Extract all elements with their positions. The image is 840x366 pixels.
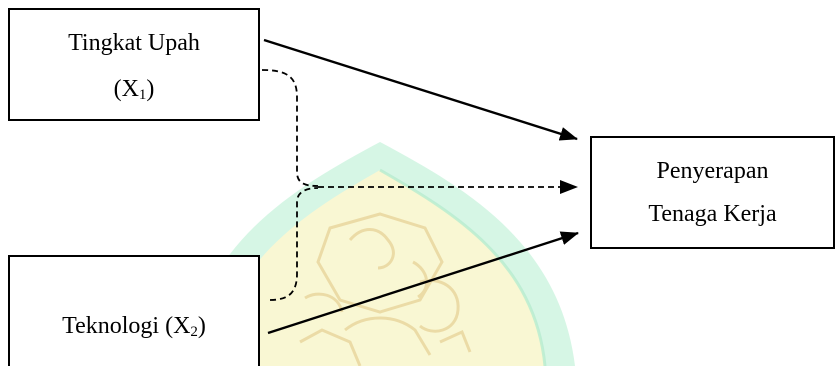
arrow-x1-to-y: [263, 38, 578, 141]
dashed-connector-x2: [269, 187, 319, 301]
box-teknologi: Teknologi (X2): [8, 255, 260, 366]
box-tingkat-upah: Tingkat Upah (X1): [8, 8, 260, 121]
penyerapan-label-line1: Penyerapan: [656, 158, 769, 184]
tingkat-upah-label: Tingkat Upah: [68, 30, 200, 56]
teknologi-label: Teknologi (X2): [62, 313, 206, 340]
box-penyerapan-tenaga-kerja: Penyerapan Tenaga Kerja: [590, 136, 835, 249]
tingkat-upah-symbol: (X1): [113, 76, 155, 103]
penyerapan-label-line2: Tenaga Kerja: [648, 201, 777, 227]
dashed-connector-x1: [261, 69, 319, 187]
arrow-x2-to-y: [267, 231, 579, 335]
